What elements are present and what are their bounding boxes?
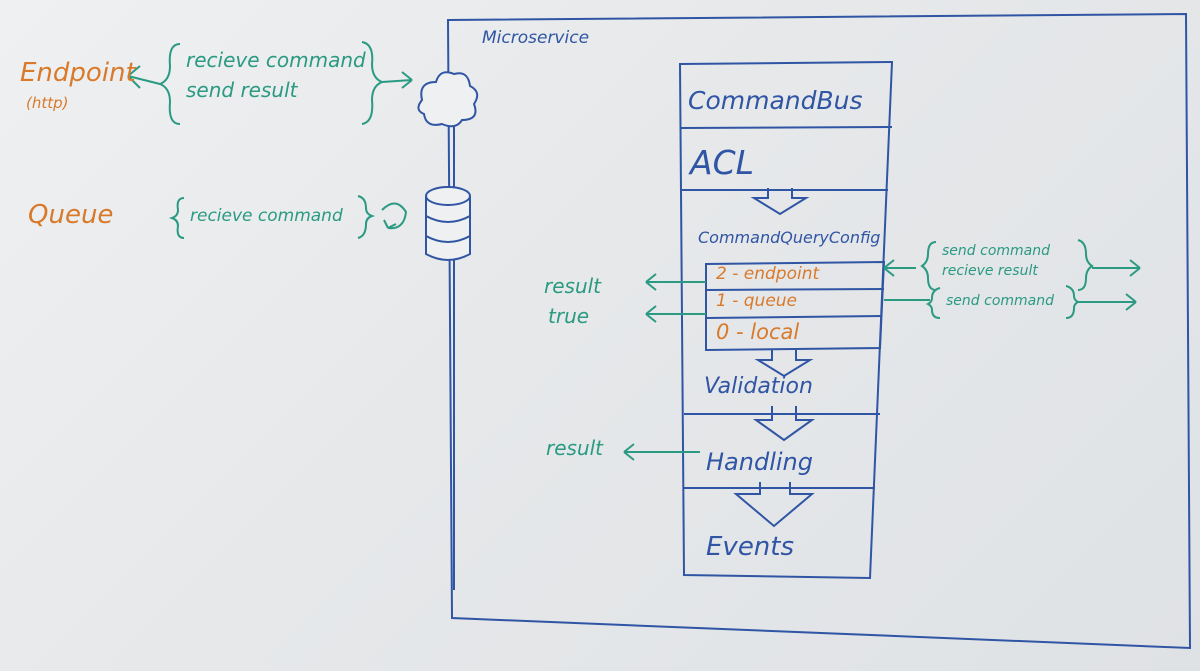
right-endpoint-brace-left [920,241,937,291]
arrow-handling-to-events [733,482,815,528]
option-separator-2 [705,315,883,319]
right-note-send-command: send command [942,243,1050,259]
validation-label: Validation [704,374,813,399]
result-handling-label: result [546,436,604,460]
arrow-right-endpoint-in [883,259,916,277]
acl-label: ACL [690,143,755,182]
arrow-result-queue [645,305,706,323]
right-endpoint-brace-right [1077,239,1094,291]
endpoint-brace-left [157,43,181,125]
option-local: 0 - local [716,320,800,344]
endpoint-label: Endpoint [20,58,136,88]
right-queue-brace-right [1065,285,1081,319]
flow-arrows [733,188,816,528]
handling-label: Handling [706,448,813,476]
arrow-validation-to-handling [752,406,816,442]
endpoint-note-receive: recieve command [186,48,366,72]
option-queue: 1 - queue [716,291,798,311]
microservice-label: Microservice [482,28,590,48]
events-label: Events [706,532,795,562]
arrow-result-handling [623,443,700,461]
options-box [705,260,886,352]
arrow-right-queue-out [1078,293,1137,311]
endpoint-note-send: send result [186,78,298,102]
arrow-to-endpoint [127,65,161,89]
right-note-receive-result: recieve result [942,263,1038,279]
option-separator-1 [705,288,885,291]
microservice-boundary [446,12,1192,650]
command-bus-label: CommandBus [688,86,863,115]
database-icon [425,186,471,261]
stack-outline [678,60,894,580]
arrow-to-cloud [381,71,413,89]
right-queue-brace-left [925,287,941,319]
result-queue-label: true [548,304,590,328]
result-endpoint-label: result [544,274,602,298]
queue-loop-arrow [381,202,408,230]
queue-note-receive: recieve command [190,206,343,226]
arrow-right-endpoint-out [1092,259,1141,277]
queue-label: Queue [28,200,114,230]
cloud-icon [417,71,479,128]
queue-brace-left [168,197,185,239]
option-endpoint: 2 - endpoint [716,264,820,284]
endpoint-sub-label: (http) [26,94,69,112]
arrow-result-endpoint [645,273,706,291]
queue-brace-right [357,195,376,239]
config-label: CommandQueryConfig [698,228,881,247]
separator-commandbus [679,126,893,129]
arrow-options-to-validation [754,350,814,378]
right-note-send-command-queue: send command [946,293,1054,309]
arrow-acl-to-config [750,188,810,216]
